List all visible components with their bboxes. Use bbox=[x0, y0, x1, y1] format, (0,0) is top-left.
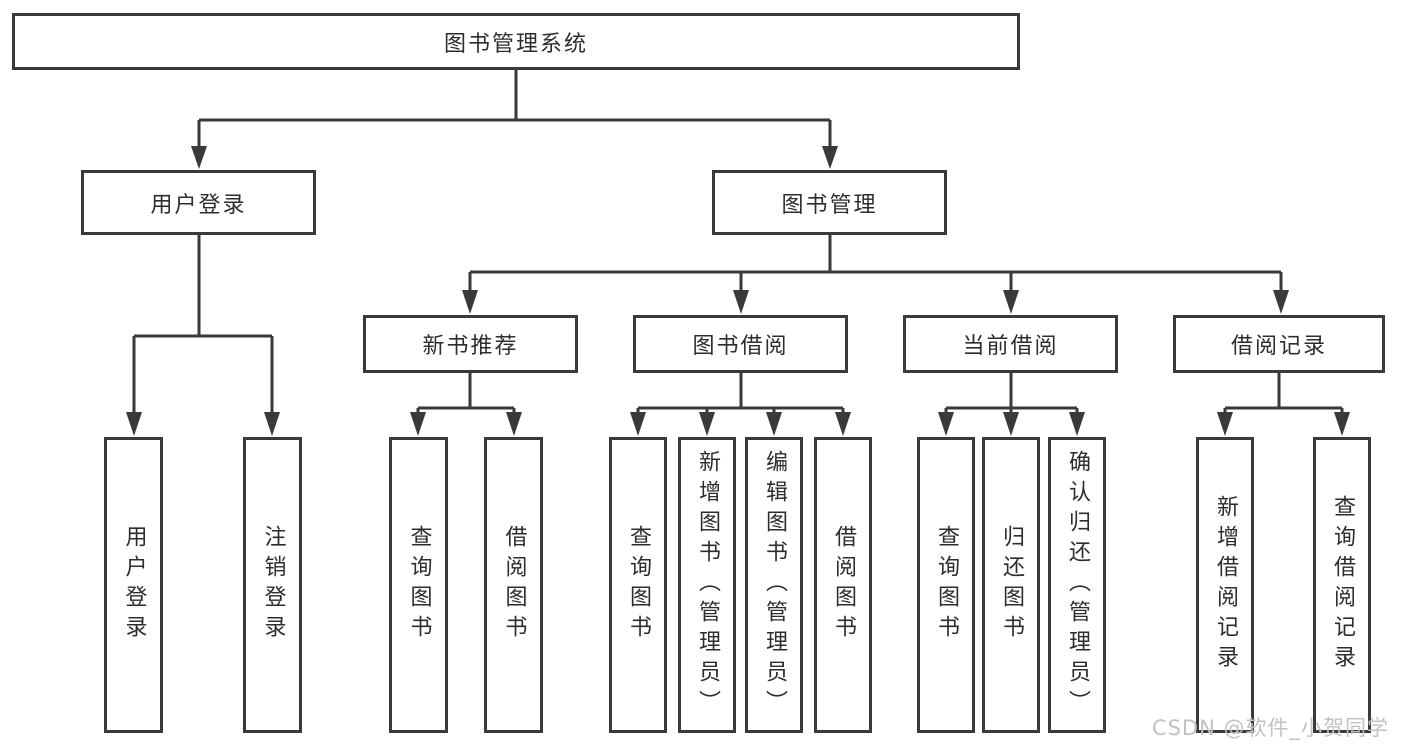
node-leaf-confirm-return-admin: 确认归还（管理员） bbox=[1048, 437, 1106, 733]
node-label: 查询图书 bbox=[626, 525, 651, 645]
connector-root-to-level2 bbox=[191, 70, 838, 169]
node-leaf-add-borrow-record: 新增借阅记录 bbox=[1196, 437, 1254, 733]
node-label: 新书推荐 bbox=[422, 334, 519, 359]
node-current-borrow: 当前借阅 bbox=[903, 315, 1118, 373]
node-library-management-system: 图书管理系统 bbox=[12, 13, 1020, 70]
node-leaf-query-books-current: 查询图书 bbox=[917, 437, 975, 733]
node-borrow-records: 借阅记录 bbox=[1173, 315, 1385, 373]
node-leaf-borrow-books-recommend: 借阅图书 bbox=[484, 437, 543, 733]
node-label: 编辑图书（管理员） bbox=[762, 450, 787, 720]
node-label: 当前借阅 bbox=[962, 334, 1059, 359]
node-label: 注销登录 bbox=[260, 525, 286, 645]
node-user-login: 用户登录 bbox=[81, 170, 316, 235]
connector-user-login-children bbox=[126, 235, 280, 436]
connector-borrow-records-children bbox=[1217, 371, 1350, 436]
node-label: 借阅图书 bbox=[831, 525, 856, 645]
connector-current-borrow-children bbox=[938, 371, 1085, 436]
csdn-watermark: CSDN @软件_小贺同学 bbox=[1151, 716, 1389, 740]
node-label: 查询图书 bbox=[406, 525, 432, 645]
node-label: 确认归还（管理员） bbox=[1065, 450, 1090, 720]
node-label: 借阅图书 bbox=[501, 525, 527, 645]
node-book-management: 图书管理 bbox=[712, 170, 947, 235]
node-label: 借阅记录 bbox=[1230, 334, 1327, 359]
node-book-borrow: 图书借阅 bbox=[633, 315, 848, 373]
node-label: 查询借阅记录 bbox=[1330, 495, 1355, 675]
node-label: 查询图书 bbox=[934, 525, 959, 645]
node-label: 用户登录 bbox=[150, 192, 247, 218]
node-leaf-edit-book-admin: 编辑图书（管理员） bbox=[745, 437, 803, 733]
node-label: 用户登录 bbox=[121, 525, 147, 645]
node-leaf-query-borrow-record: 查询借阅记录 bbox=[1313, 437, 1371, 733]
node-leaf-borrow-books: 借阅图书 bbox=[814, 437, 872, 733]
node-label: 图书管理 bbox=[781, 192, 878, 218]
node-new-book-recommend: 新书推荐 bbox=[363, 315, 578, 373]
node-leaf-query-books-borrow: 查询图书 bbox=[609, 437, 667, 733]
node-leaf-logout: 注销登录 bbox=[243, 437, 302, 733]
node-label: 归还图书 bbox=[999, 525, 1024, 645]
node-label: 图书管理系统 bbox=[443, 31, 588, 57]
node-label: 新增图书（管理员） bbox=[695, 450, 720, 720]
node-leaf-return-books: 归还图书 bbox=[982, 437, 1040, 733]
connector-new-book-recommend-children bbox=[410, 371, 522, 436]
connector-book-borrow-children bbox=[630, 371, 851, 436]
connector-book-management-children bbox=[462, 235, 1289, 314]
node-label: 新增借阅记录 bbox=[1213, 495, 1238, 675]
node-leaf-query-books-recommend: 查询图书 bbox=[389, 437, 448, 733]
node-leaf-add-book-admin: 新增图书（管理员） bbox=[678, 437, 736, 733]
node-label: 图书借阅 bbox=[692, 334, 789, 359]
node-leaf-user-login: 用户登录 bbox=[104, 437, 163, 733]
